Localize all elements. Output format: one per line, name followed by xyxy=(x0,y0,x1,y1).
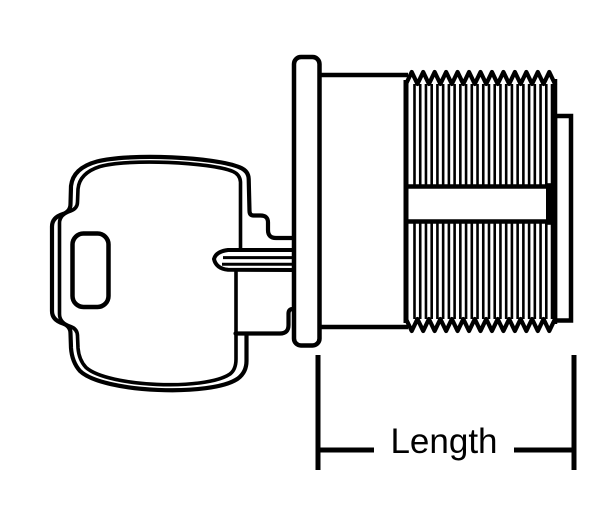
thread-top-edge xyxy=(403,69,558,87)
key-blade-body xyxy=(212,248,297,272)
thread-hatch-upper xyxy=(413,84,554,185)
length-label: Length xyxy=(390,422,497,461)
thread-hatch-lower xyxy=(413,223,554,319)
key-lower-shoulder xyxy=(233,306,298,336)
key-bow-inner-outline xyxy=(57,160,243,387)
key-bow-outer-outline xyxy=(49,154,298,393)
cylinder-faceplate xyxy=(291,54,322,348)
cam-slot-end-block xyxy=(546,183,556,225)
thread-bottom-edge xyxy=(403,316,558,334)
cam-slot-opening xyxy=(408,188,546,220)
key-hole xyxy=(70,231,111,310)
lock-cylinder-icon xyxy=(319,69,558,334)
key-icon xyxy=(49,154,298,393)
length-dimension: Length xyxy=(315,355,577,470)
key-blade xyxy=(212,248,297,272)
cam-tailpiece xyxy=(552,113,574,323)
